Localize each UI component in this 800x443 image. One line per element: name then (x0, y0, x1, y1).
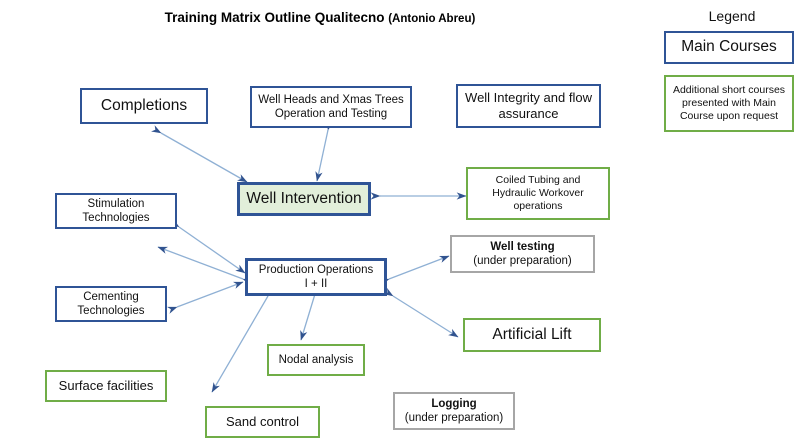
arrow-production-surfacefacilities (157, 246, 254, 286)
node-production-line2: I + II (304, 278, 328, 290)
node-artificial-lift-label: Artificial Lift (492, 325, 572, 343)
node-well-heads-line1: Well Heads and Xmas Trees (258, 93, 404, 106)
node-coiled-tubing[interactable]: Coiled Tubing and Hydraulic Workover ope… (466, 167, 610, 220)
node-cementing-line2: Technologies (77, 305, 145, 317)
node-coiled-tubing-line2: Hydraulic Workover (492, 187, 584, 200)
legend-additional-courses-label: Additional short courses presented with … (672, 84, 786, 122)
node-stimulation-line1: Stimulation (87, 197, 145, 210)
node-logging-label: Logging (431, 397, 477, 410)
arrow-production-nodalanalysis (300, 283, 322, 341)
node-production-operations[interactable]: Production Operations I + II (245, 258, 387, 296)
node-well-testing[interactable]: Well testing (under preparation) (450, 235, 595, 273)
node-sand-control[interactable]: Sand control (205, 406, 320, 438)
node-well-intervention[interactable]: Well Intervention (237, 182, 371, 216)
arrow-cementing-production (166, 281, 244, 314)
node-well-heads-line2: Operation and Testing (274, 108, 388, 120)
node-sand-control-label: Sand control (226, 414, 299, 430)
node-well-heads[interactable]: Well Heads and Xmas Trees Operation and … (250, 86, 412, 128)
node-cementing-line1: Cementing (83, 290, 139, 303)
legend-main-courses: Main Courses (664, 31, 794, 64)
node-cementing-technologies[interactable]: Cementing Technologies (55, 286, 167, 322)
node-stimulation-line2: Technologies (82, 212, 150, 224)
arrow-stimulation-production (169, 218, 246, 274)
node-nodal-analysis[interactable]: Nodal analysis (267, 344, 365, 376)
arrow-production-welltesting (378, 255, 450, 286)
node-production-line1: Production Operations (258, 263, 374, 276)
node-surface-facilities[interactable]: Surface facilities (45, 370, 167, 402)
node-nodal-analysis-label: Nodal analysis (278, 353, 354, 366)
page-title: Training Matrix Outline Qualitecno (Anto… (140, 10, 500, 25)
node-completions[interactable]: Completions (80, 88, 208, 124)
node-completions-label: Completions (100, 96, 188, 114)
node-well-intervention-label: Well Intervention (246, 189, 362, 207)
arrow-completions-wellintervention (151, 125, 248, 183)
node-artificial-lift[interactable]: Artificial Lift (463, 318, 601, 352)
legend-heading: Legend (708, 8, 756, 24)
arrow-production-sandcontrol (211, 286, 276, 393)
arrow-wellheads-wellintervention (315, 120, 334, 182)
node-coiled-tubing-line3: operations (513, 199, 563, 212)
legend-additional-courses: Additional short courses presented with … (664, 75, 794, 132)
legend-main-courses-label: Main Courses (681, 38, 777, 56)
arrow-production-artificiallift (383, 287, 459, 338)
node-coiled-tubing-line1: Coiled Tubing and (495, 174, 581, 187)
node-surface-facilities-label: Surface facilities (58, 378, 154, 394)
node-well-testing-sub: (under preparation) (473, 255, 572, 267)
node-well-integrity[interactable]: Well Integrity and flow assurance (456, 84, 601, 128)
node-logging-sub: (under preparation) (404, 412, 504, 424)
node-stimulation-technologies[interactable]: Stimulation Technologies (55, 193, 177, 229)
page-title-author: (Antonio Abreu) (388, 13, 476, 25)
node-well-testing-label: Well testing (490, 240, 555, 253)
node-logging[interactable]: Logging (under preparation) (393, 392, 515, 430)
node-well-integrity-line1: Well Integrity and flow (465, 90, 592, 106)
node-well-integrity-line2: assurance (498, 106, 559, 121)
page-title-main: Training Matrix Outline Qualitecno (164, 10, 385, 25)
